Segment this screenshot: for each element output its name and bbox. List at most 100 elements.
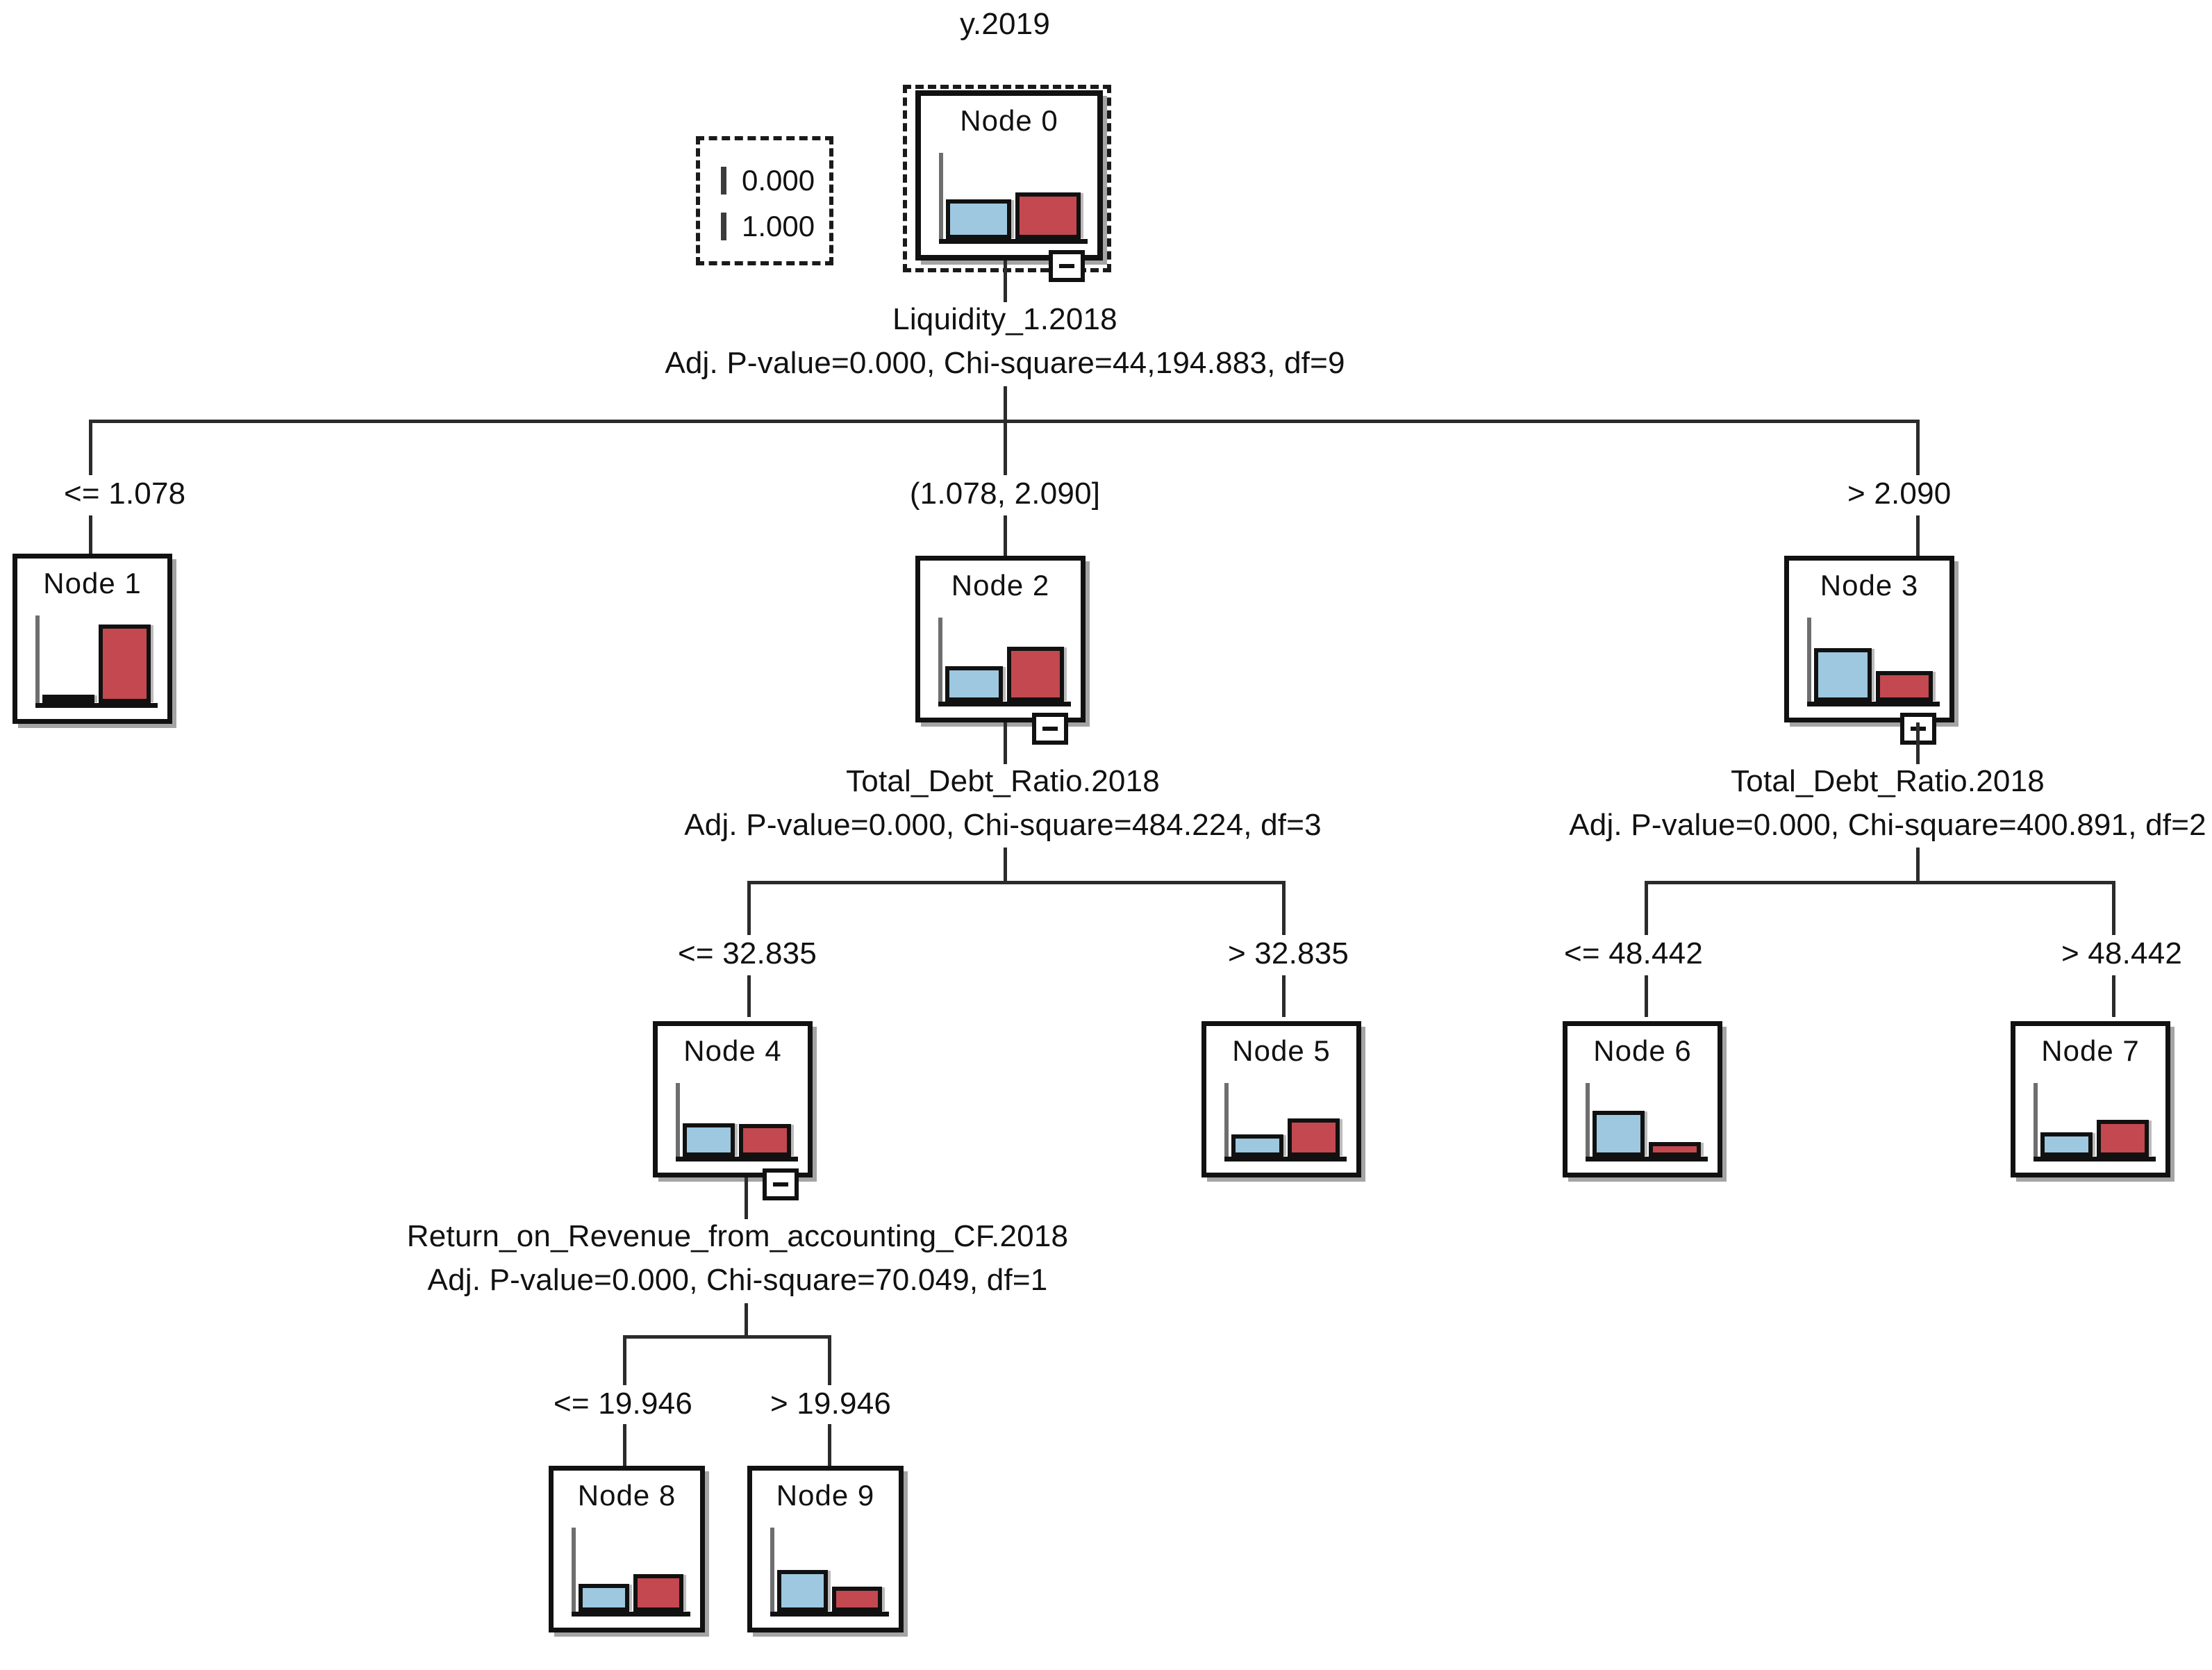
node-4-x-axis [676, 1157, 798, 1161]
node-5-x-axis [1224, 1157, 1347, 1161]
node-0-bar-class0 [946, 199, 1011, 239]
node-1-bar-class1 [99, 624, 151, 703]
node-5-bar-class0 [1231, 1134, 1283, 1157]
edge-root-to-n3-b [1916, 515, 1920, 557]
node-2-bars [945, 618, 1064, 702]
node-8-bars [579, 1528, 683, 1612]
node-0-label: Node 0 [960, 104, 1058, 137]
edge-root-to-n2-b [1004, 515, 1007, 557]
node-4-collapse-button[interactable] [763, 1168, 799, 1200]
legend-label-0: 0.000 [742, 164, 815, 197]
edge-n4-stem [745, 1177, 748, 1219]
branch-label-n3-0: <= 48.442 [1564, 936, 1703, 970]
node-2-collapse-button[interactable] [1032, 713, 1068, 745]
node-3-bar-class0 [1814, 647, 1872, 702]
branch-label-root-1: (1.078, 2.090] [909, 477, 1101, 511]
split-n4-stats: Adj. P-value=0.000, Chi-square=70.049, d… [427, 1263, 1048, 1297]
node-9[interactable]: Node 9 [747, 1466, 904, 1632]
node-8-x-axis [572, 1612, 690, 1617]
edge-root-to-n1-a [89, 420, 92, 475]
edge-n2-bus [747, 881, 1286, 884]
edge-n2-stem [1004, 722, 1007, 764]
node-9-label: Node 9 [776, 1479, 875, 1512]
node-7-bar-class1 [2097, 1120, 2149, 1157]
legend-item-0: 0.000 [721, 164, 815, 197]
edge-n4-to-n9-a [828, 1335, 831, 1385]
node-8-bar-class1 [633, 1573, 683, 1612]
node-7[interactable]: Node 7 [2011, 1021, 2170, 1177]
node-9-barchart [770, 1528, 889, 1617]
node-1-x-axis [35, 703, 158, 708]
node-6-bar-class1 [1649, 1141, 1701, 1157]
node-8-barchart [572, 1528, 690, 1617]
node-6-label: Node 6 [1593, 1034, 1692, 1067]
edge-root-to-n3-a [1916, 420, 1920, 475]
edge-n3-down [1916, 848, 1920, 884]
tree-title: y.2019 [959, 7, 1051, 41]
node-6[interactable]: Node 6 [1563, 1021, 1722, 1177]
node-2-barchart [938, 618, 1071, 706]
node-9-x-axis [770, 1612, 889, 1617]
branch-label-n4-1: > 19.946 [770, 1387, 892, 1421]
node-3-bar-class1 [1875, 671, 1933, 702]
edge-root-stem [1004, 261, 1007, 302]
node-2-bar-class0 [945, 666, 1003, 702]
node-4-bars [683, 1083, 791, 1157]
edge-n2-to-n5-b [1282, 975, 1286, 1017]
node-2-label: Node 2 [951, 569, 1050, 602]
node-0-collapse-button[interactable] [1049, 250, 1085, 282]
node-7-y-axis [2034, 1083, 2038, 1161]
edge-n4-to-n8-a [623, 1335, 626, 1385]
node-5[interactable]: Node 5 [1201, 1021, 1361, 1177]
edge-n3-bus [1645, 881, 2115, 884]
node-3-bars [1814, 618, 1933, 702]
node-3-x-axis [1807, 702, 1940, 706]
edge-n4-bus [623, 1335, 831, 1339]
node-5-label: Node 5 [1232, 1034, 1331, 1067]
node-8[interactable]: Node 8 [549, 1466, 705, 1632]
edge-n2-to-n4-a [747, 881, 751, 935]
node-0-bar-class1 [1015, 192, 1081, 239]
node-3-y-axis [1807, 618, 1811, 706]
split-n3-stats: Adj. P-value=0.000, Chi-square=400.891, … [1569, 808, 2206, 842]
edge-root-down [1004, 386, 1007, 422]
node-2[interactable]: Node 2 [915, 556, 1086, 722]
split-n2-stats: Adj. P-value=0.000, Chi-square=484.224, … [684, 808, 1322, 842]
edge-root-to-n1-b [89, 515, 92, 556]
split-n3-variable: Total_Debt_Ratio.2018 [1731, 764, 2045, 798]
node-6-bar-class0 [1593, 1111, 1645, 1157]
node-0[interactable]: Node 0 [915, 90, 1103, 261]
edge-n2-to-n5-a [1282, 881, 1286, 935]
node-7-barchart [2034, 1083, 2156, 1161]
node-6-y-axis [1586, 1083, 1590, 1161]
edge-n4-to-n9-b [828, 1424, 831, 1466]
node-3-label: Node 3 [1820, 569, 1919, 602]
node-6-x-axis [1586, 1157, 1708, 1161]
root-node-focus-outline [903, 85, 1111, 272]
node-3[interactable]: Node 3 [1784, 556, 1954, 722]
edge-n3-to-n6-a [1645, 881, 1648, 935]
node-0-barchart [939, 153, 1088, 244]
node-1[interactable]: Node 1 [13, 554, 172, 724]
node-7-bar-class0 [2040, 1132, 2093, 1157]
edge-n3-to-n6-b [1645, 975, 1648, 1017]
split-root-variable: Liquidity_1.2018 [892, 302, 1117, 336]
edge-n3-stem [1916, 722, 1920, 764]
edge-n2-to-n4-b [747, 975, 751, 1017]
branch-label-n4-0: <= 19.946 [554, 1387, 692, 1421]
node-6-barchart [1586, 1083, 1708, 1161]
legend-swatch-red-icon [721, 213, 726, 240]
split-n2-variable: Total_Debt_Ratio.2018 [846, 764, 1160, 798]
split-root-stats: Adj. P-value=0.000, Chi-square=44,194.88… [665, 346, 1345, 380]
edge-n3-to-n7-a [2112, 881, 2115, 935]
node-8-bar-class0 [579, 1584, 629, 1612]
node-2-x-axis [938, 702, 1071, 706]
legend-label-1: 1.000 [742, 210, 815, 242]
node-1-barchart [35, 615, 158, 708]
node-5-bars [1231, 1083, 1340, 1157]
node-5-barchart [1224, 1083, 1347, 1161]
node-9-bar-class0 [777, 1569, 828, 1612]
node-4[interactable]: Node 4 [653, 1021, 813, 1177]
edge-n4-down [745, 1303, 748, 1338]
